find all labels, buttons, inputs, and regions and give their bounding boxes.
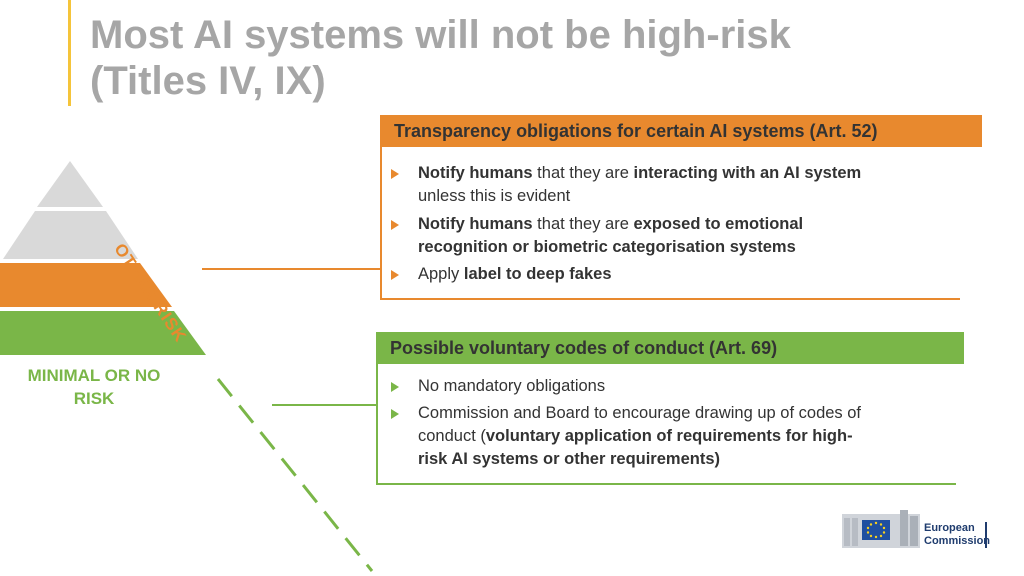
green-connector-line — [272, 404, 376, 406]
codes-box — [376, 364, 956, 485]
page-title: Most AI systems will not be high-risk (T… — [90, 12, 791, 104]
logo-divider — [985, 522, 987, 548]
codes-bullet-2: Commission and Board to encourage drawin… — [418, 404, 862, 468]
codes-heading-text: Possible voluntary codes of conduct (Art… — [390, 338, 778, 358]
dashed-divider-line — [216, 378, 374, 572]
codes-heading: Possible voluntary codes of conduct (Art… — [376, 332, 964, 364]
logo-text-line1: European — [924, 522, 975, 534]
minimal-risk-label-line1: MINIMAL OR NO — [27, 366, 161, 385]
transparency-heading: Transparency obligations for certain AI … — [380, 115, 982, 147]
transparency-box — [380, 147, 960, 300]
codes-bullet-1: No mandatory obligations — [418, 377, 606, 395]
minimal-risk-label-line2: RISK — [73, 389, 115, 408]
transparency-bullet-1: Notify humans that they are interacting … — [418, 164, 862, 205]
bullet-arrow-icon — [391, 169, 399, 179]
bullet-arrow-icon — [391, 270, 399, 280]
transparency-bullet-3: Apply label to deep fakes — [418, 265, 612, 283]
logo-text: European Commission — [924, 522, 990, 548]
transparency-bullet-2: Notify humans that they are exposed to e… — [418, 215, 804, 256]
minimal-risk-label: MINIMAL OR NO RISK — [10, 364, 178, 410]
bullet-arrow-icon — [391, 409, 399, 419]
transparency-heading-text: Transparency obligations for certain AI … — [394, 121, 878, 141]
pyramid-second-tier — [3, 211, 138, 259]
pyramid-top-tier — [37, 161, 103, 207]
page-title-line2: (Titles IV, IX) — [90, 59, 326, 103]
pyramid-other-risk-tier — [0, 263, 172, 307]
logo-text-line2: Commission — [924, 535, 991, 547]
european-commission-logo-icon — [842, 510, 920, 548]
bullet-arrow-icon — [391, 382, 399, 392]
pyramid-minimal-risk-tier — [0, 311, 206, 355]
orange-connector-line — [202, 268, 380, 270]
title-accent-bar — [68, 0, 71, 106]
bullet-arrow-icon — [391, 220, 399, 230]
risk-pyramid — [0, 161, 374, 572]
page-title-line1: Most AI systems will not be high-risk — [90, 13, 791, 57]
